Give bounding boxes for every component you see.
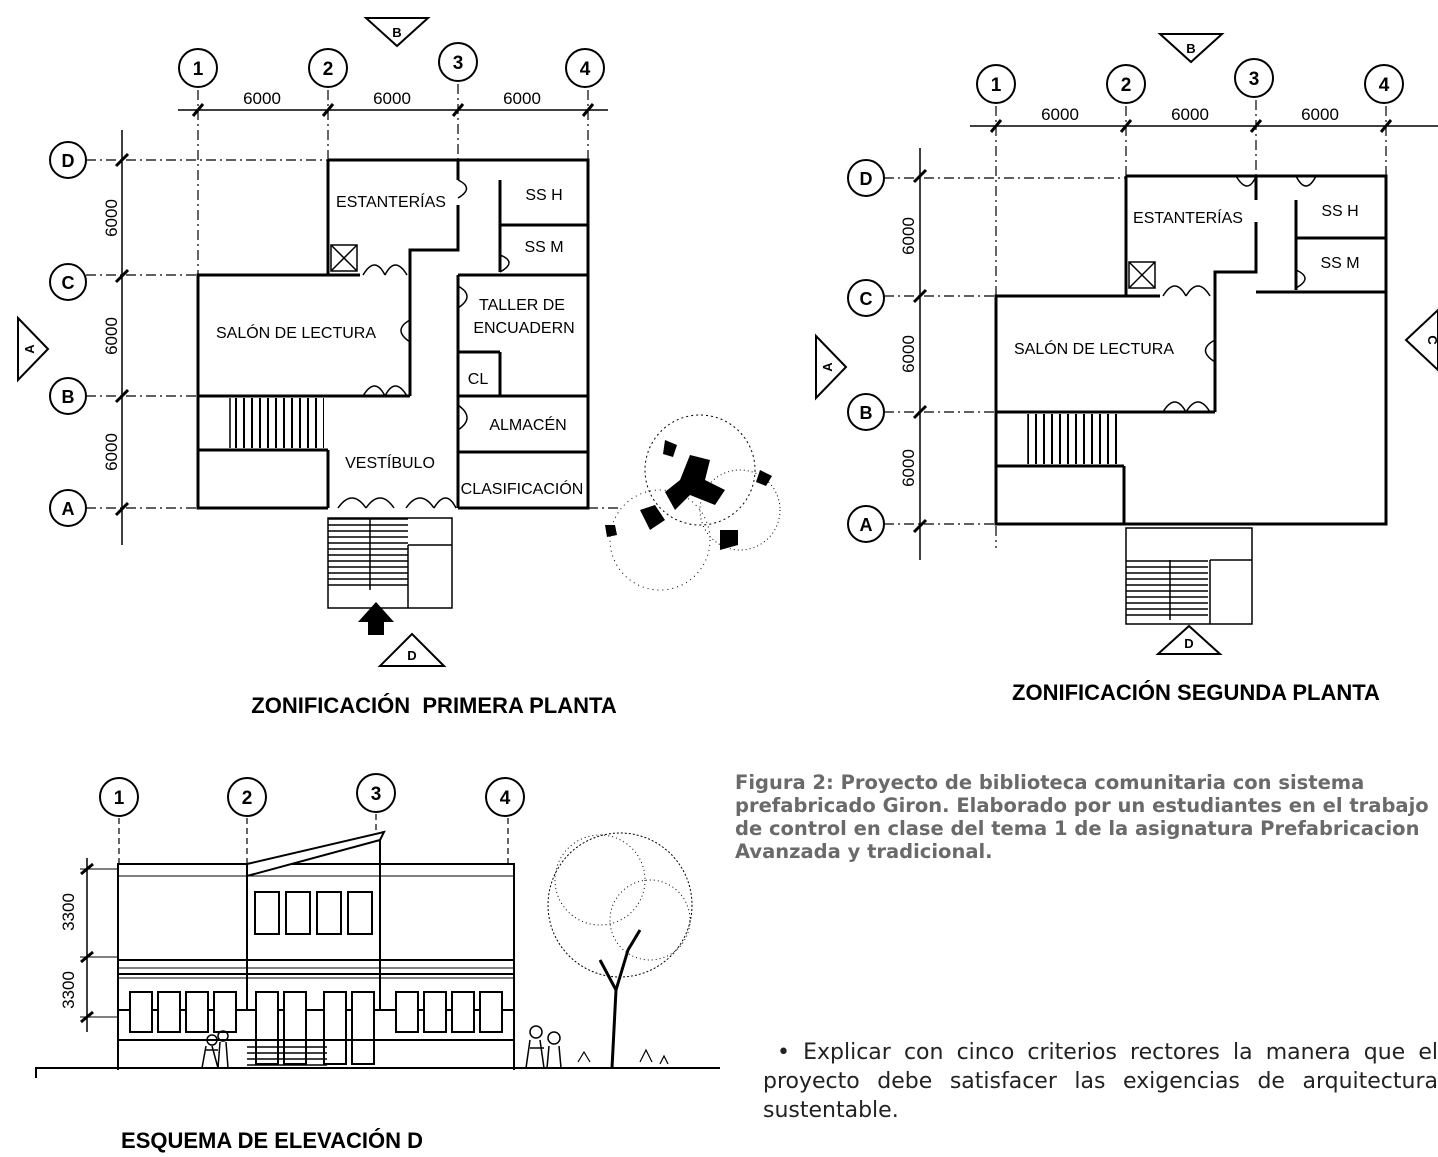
grid-label: 2 <box>1121 75 1132 96</box>
grid-bubble-3 <box>356 773 396 813</box>
room-label-ssm: SS M <box>1320 255 1359 272</box>
section-marker-label: B <box>392 25 401 40</box>
grid-label: 4 <box>580 59 591 80</box>
dimension-label: 6000 <box>899 449 918 487</box>
elevation-labels: 1 2 3 4 3300 3300 ESQUEMA DE ELEVACIÓN D <box>59 784 511 1153</box>
dimension-label: 6000 <box>243 89 281 108</box>
grid-bubble-2 <box>1106 64 1146 104</box>
body-paragraph: • Explicar con cinco criterios rectores … <box>763 1038 1438 1125</box>
room-label-estanterias: ESTANTERÍAS <box>1133 208 1243 227</box>
section-marker-right <box>1404 308 1438 372</box>
people-icon <box>201 1025 562 1069</box>
room-label-taller: TALLER DE <box>479 297 565 314</box>
grid-label: 3 <box>371 784 382 805</box>
tree-icon <box>605 414 781 591</box>
room-label-vestibulo: VESTÍBULO <box>345 453 435 472</box>
figure-caption: Figura 2: Proyecto de biblioteca comunit… <box>735 771 1429 863</box>
grid-label: 1 <box>114 788 125 809</box>
grid-label: B <box>860 403 873 423</box>
dimension-label: 6000 <box>102 433 121 471</box>
grid-label: 4 <box>500 788 511 809</box>
grid-label: 3 <box>453 53 464 74</box>
plan-first-floor <box>17 17 781 667</box>
section-marker-bottom <box>1155 624 1223 655</box>
grid-label: 2 <box>242 788 253 809</box>
section-marker-top <box>363 17 431 48</box>
tree-icon <box>547 832 693 1069</box>
grid-bubble-C <box>49 263 87 301</box>
dimension-label: 6000 <box>1041 105 1079 124</box>
section-marker-top <box>1157 33 1225 64</box>
room-label-ssm: SS M <box>524 239 563 256</box>
grid-label: 3 <box>1249 69 1260 90</box>
dimension-label: 6000 <box>373 89 411 108</box>
grid-bubble-1 <box>976 64 1016 104</box>
grid-label: 1 <box>193 59 204 80</box>
grid-label: C <box>860 289 873 309</box>
plan-second-floor <box>815 33 1438 655</box>
room-label-ssh: SS H <box>1321 203 1358 220</box>
section-marker-label: D <box>1184 636 1193 651</box>
room-label-cl: CL <box>468 371 489 388</box>
grid-bubble-3 <box>1234 58 1274 98</box>
section-marker-label: B <box>1186 41 1195 56</box>
room-label-ssh: SS H <box>525 187 562 204</box>
grid-bubbles-top <box>178 42 605 88</box>
plan1-labels: 1 2 3 4 D C B A 6000 6000 6000 6000 6000… <box>22 25 617 718</box>
dimension-label: 3300 <box>59 971 78 1009</box>
section-marker-left <box>17 315 50 383</box>
room-label-salon: SALÓN DE LECTURA <box>216 323 376 342</box>
grid-bubble-4 <box>1364 64 1404 104</box>
grid-bubble-C <box>847 279 885 317</box>
elevation-title: ESQUEMA DE ELEVACIÓN D <box>121 1128 423 1153</box>
grid-label: 1 <box>991 75 1002 96</box>
room-label-clasificacion: CLASIFICACIÓN <box>461 479 584 498</box>
grid-label: B <box>62 387 75 407</box>
section-marker-bottom <box>377 632 447 667</box>
entry-arrow-icon <box>358 602 394 635</box>
grid-label: A <box>62 499 75 519</box>
grid-bubble-3 <box>438 42 478 82</box>
section-marker-label: D <box>407 648 416 663</box>
section-marker-left <box>815 333 848 401</box>
plan1-title: ZONIFICACIÓN PRIMERA PLANTA <box>251 693 617 718</box>
dimension-label: 6000 <box>102 199 121 237</box>
plan2-labels: 1 2 3 4 D C B A 6000 6000 6000 6000 6000… <box>820 41 1438 705</box>
room-label-salon: SALÓN DE LECTURA <box>1014 339 1174 358</box>
grid-label: 4 <box>1379 75 1390 96</box>
grid-bubble-4 <box>565 48 605 88</box>
section-marker-label: A <box>22 344 37 354</box>
room-label-almacen: ALMACÉN <box>489 415 566 434</box>
room-label-taller: ENCUADERN <box>473 320 574 337</box>
grid-label: C <box>62 273 75 293</box>
grid-label: 2 <box>323 59 334 80</box>
grid-bubble-1 <box>178 48 218 88</box>
grid-bubble-2 <box>308 48 348 88</box>
grid-label: A <box>860 515 873 535</box>
dimension-label: 6000 <box>102 317 121 355</box>
elevation-d <box>35 773 720 1078</box>
grid-label: D <box>62 151 75 171</box>
grid-bubble-2 <box>227 777 267 817</box>
plan2-title: ZONIFICACIÓN SEGUNDA PLANTA <box>1012 680 1380 705</box>
grid-bubble-4 <box>485 777 525 817</box>
grid-bubble-1 <box>99 777 139 817</box>
dimension-label: 6000 <box>1171 105 1209 124</box>
dimension-label: 6000 <box>503 89 541 108</box>
dimension-label: 3300 <box>59 893 78 931</box>
dimension-label: 6000 <box>1301 105 1339 124</box>
dimension-label: 6000 <box>899 335 918 373</box>
section-marker-label: A <box>820 362 835 372</box>
section-marker-label: C <box>1425 335 1438 345</box>
room-label-estanterias: ESTANTERÍAS <box>336 192 446 211</box>
dimension-label: 6000 <box>899 217 918 255</box>
bullet-text: • Explicar con cinco criterios rectores … <box>763 1040 1438 1123</box>
grid-label: D <box>860 169 873 189</box>
